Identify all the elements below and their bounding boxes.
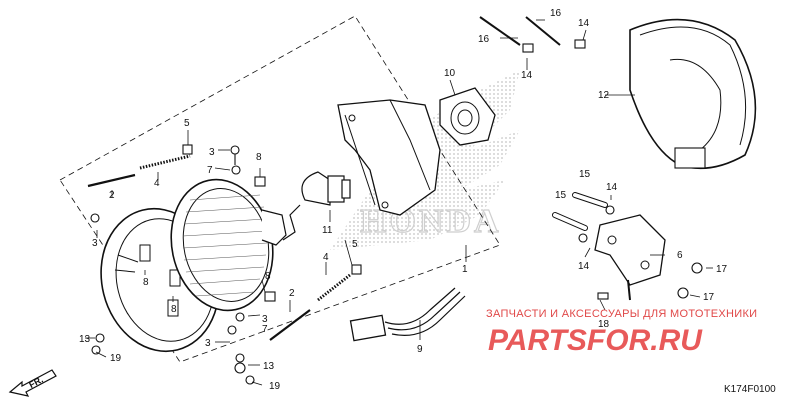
watermark-tagline: ЗАПЧАСТИ И АКСЕССУАРЫ ДЛЯ МОТОТЕХНИКИ [486,308,757,320]
callout-8-c: 8 [171,304,177,315]
callout-4-upper: 4 [154,178,160,189]
callout-7-lower: 7 [262,324,268,335]
callout-9: 9 [417,344,423,355]
callout-8-d: 8 [265,271,271,282]
callout-19-left: 19 [110,353,122,364]
watermark-brand: PARTSFOR.RU [488,324,703,357]
socket-connector [439,87,496,146]
callout-4-lower: 4 [323,252,329,263]
callout-16-left: 16 [478,34,490,45]
callout-14-top-a: 14 [521,70,533,81]
diagram-code: K174F0100 [724,384,776,395]
callout-13-right: 13 [263,361,275,372]
callouts: 1 2 2 3 3 3 3 4 4 5 5 6 7 7 8 8 8 8 9 10… [79,8,728,392]
callout-3-middle: 3 [262,314,268,325]
leader-lines [85,19,713,386]
callout-3-upper: 3 [209,147,215,158]
collar [552,192,608,231]
stay-plate [594,214,666,301]
callout-14-top-b: 14 [578,18,590,29]
callout-18: 18 [598,319,610,330]
callout-5-lower: 5 [352,239,358,250]
hardware [90,16,703,385]
watermark: ЗАПЧАСТИ И АКСЕССУАРЫ ДЛЯ МОТОТЕХНИКИ PA… [486,308,757,357]
callout-14-right: 14 [606,182,618,193]
callout-8-b: 8 [143,277,149,288]
callout-15-lower: 15 [555,190,567,201]
callout-5-upper: 5 [184,118,190,129]
adjusting-screw-upper [87,154,191,188]
headlight-unit [170,178,287,312]
callout-2-lower: 2 [289,288,295,299]
callout-13-left: 13 [79,334,91,345]
callout-12: 12 [598,90,610,101]
callout-17-lower: 17 [703,292,715,303]
callout-8-a: 8 [256,152,262,163]
callout-15-upper: 15 [579,169,591,180]
callout-10: 10 [444,68,456,79]
callout-1: 1 [462,264,468,275]
callout-7-upper: 7 [207,165,213,176]
callout-17-upper: 17 [716,264,728,275]
callout-14-lower: 14 [578,261,590,272]
adjusting-screw-lower [269,273,351,341]
wire-harness [349,287,466,342]
front-direction-arrow: FR. [8,369,57,397]
callout-3-left: 3 [92,238,98,249]
callout-3-lower: 3 [205,338,211,349]
callout-16-top: 16 [550,8,562,19]
callout-2-upper: 2 [109,190,115,201]
callout-6: 6 [677,250,683,261]
callout-11: 11 [322,225,333,236]
headlight-case [629,18,757,170]
bulb [282,171,351,241]
callout-19-right: 19 [269,381,281,392]
headlight-bracket [337,99,441,216]
